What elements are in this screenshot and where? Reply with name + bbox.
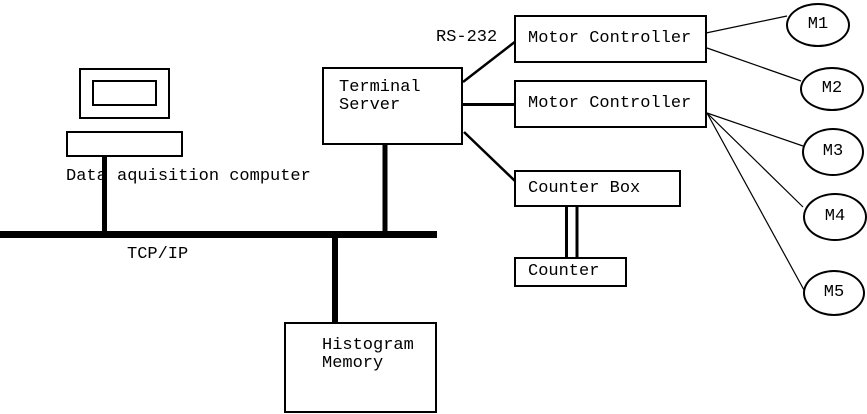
motor-m1-ellipse: M1 <box>786 3 850 47</box>
computer-screen-icon <box>92 80 157 106</box>
rs232-link-line <box>462 40 517 83</box>
histogram-memory-box: Histogram Memory <box>284 322 437 413</box>
mc2-m5-link-line <box>706 112 805 291</box>
motor-m3-ellipse: M3 <box>802 128 864 176</box>
motor-m4-label: M4 <box>824 207 846 226</box>
mc1-m2-link-line <box>706 47 802 82</box>
terminal-server-counterbox-link-line <box>463 131 516 182</box>
motor-m4-ellipse: M4 <box>803 193 867 241</box>
mc2-m4-link-line <box>706 112 804 208</box>
terminal-server-label: Terminal Server <box>339 78 421 115</box>
motor-controller-1-box: Motor Controller <box>514 15 707 63</box>
motor-m2-ellipse: M2 <box>800 67 864 111</box>
motor-m5-ellipse: M5 <box>803 270 865 316</box>
counter-unit-box: Counter <box>514 257 627 287</box>
motor-controller-1-label: Motor Controller <box>528 29 692 48</box>
computer-keyboard-icon <box>66 131 183 157</box>
histogram-memory-label: Histogram Memory <box>322 336 414 373</box>
motor-m1-label: M1 <box>807 15 829 34</box>
motor-m5-label: M5 <box>823 283 845 302</box>
rs232-label: RS-232 <box>436 28 498 47</box>
counter-box: Counter Box <box>514 170 681 207</box>
motor-m2-label: M2 <box>821 79 843 98</box>
daq-computer-caption: Data aquisition computer <box>66 167 311 186</box>
motor-controller-2-label: Motor Controller <box>528 94 692 113</box>
counter-box-label: Counter Box <box>528 178 641 198</box>
mc1-m1-link-line <box>705 15 788 34</box>
mc2-m3-link-line <box>706 112 804 147</box>
terminal-server-box: Terminal Server <box>322 67 463 145</box>
tcpip-label: TCP/IP <box>127 245 189 264</box>
motor-controller-2-box: Motor Controller <box>514 80 707 128</box>
counter-unit-label: Counter <box>528 262 600 281</box>
motor-m3-label: M3 <box>822 142 844 161</box>
